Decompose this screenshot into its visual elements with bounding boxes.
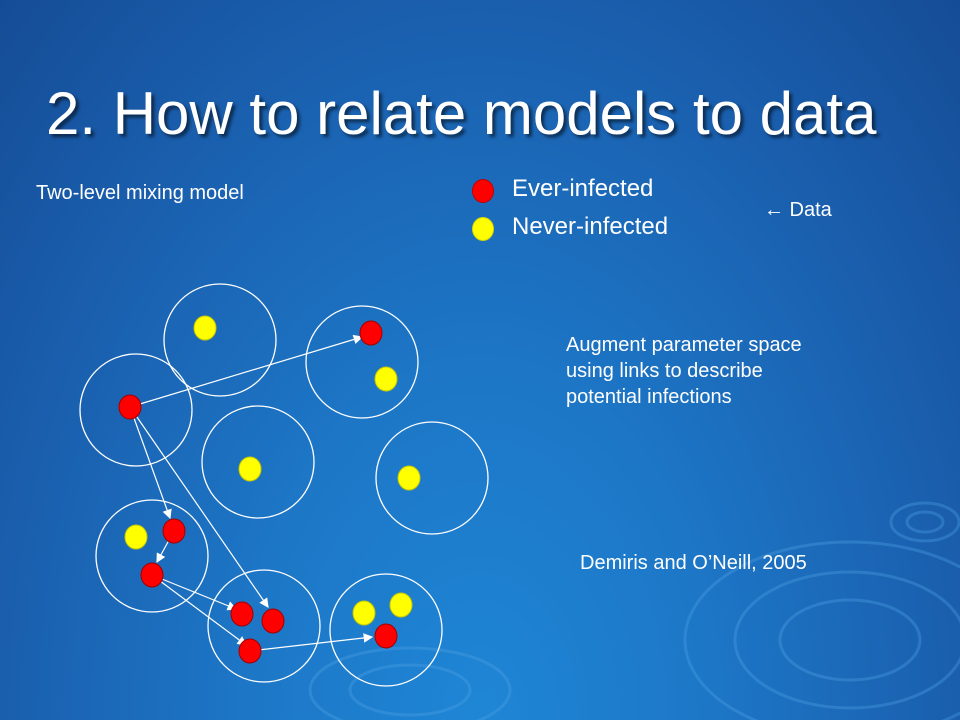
augment-line: potential infections <box>566 386 732 408</box>
legend-never-infected-label: Never-infected <box>512 213 669 240</box>
data-label: ← Data <box>764 199 832 221</box>
legend-ever-infected-label: Ever-infected <box>512 175 654 202</box>
ever-infected-individual <box>162 518 186 544</box>
ever-infected-individual <box>140 562 164 588</box>
never-infected-individual <box>389 592 413 618</box>
household-circle <box>375 421 489 535</box>
never-infected-individual <box>193 315 217 341</box>
citation: Demiris and O’Neill, 2005 <box>580 552 807 574</box>
yellow-dot-icon <box>472 217 494 241</box>
infection-link <box>129 334 364 408</box>
ever-infected-individual <box>261 608 285 634</box>
model-label: Two-level mixing model <box>36 182 244 204</box>
augment-line: Augment parameter space <box>566 334 802 356</box>
infection-link <box>151 574 238 611</box>
infection-link <box>249 633 374 652</box>
ever-infected-individual <box>238 638 262 664</box>
never-infected-individual <box>124 524 148 550</box>
household-circle <box>305 305 419 419</box>
household-circle <box>329 573 443 687</box>
ever-infected-individual <box>359 320 383 346</box>
household-circle <box>95 499 209 613</box>
infection-link <box>129 406 269 608</box>
household-circle <box>207 569 321 683</box>
ever-infected-individual <box>374 623 398 649</box>
never-infected-individual <box>352 600 376 626</box>
household-circle <box>79 353 193 467</box>
page-title: 2. How to relate models to data <box>46 80 877 147</box>
infection-link <box>151 574 247 646</box>
ever-infected-individual <box>230 601 254 627</box>
never-infected-individual <box>238 456 262 482</box>
red-dot-icon <box>472 179 494 203</box>
never-infected-individual <box>397 465 421 491</box>
never-infected-individual <box>374 366 398 392</box>
household-circle <box>163 283 277 397</box>
augment-line: using links to describe <box>566 360 763 382</box>
household-circle <box>201 405 315 519</box>
augment-note: Augment parameter space using links to d… <box>566 332 906 410</box>
infection-link <box>129 406 172 520</box>
ever-infected-individual <box>118 394 142 420</box>
